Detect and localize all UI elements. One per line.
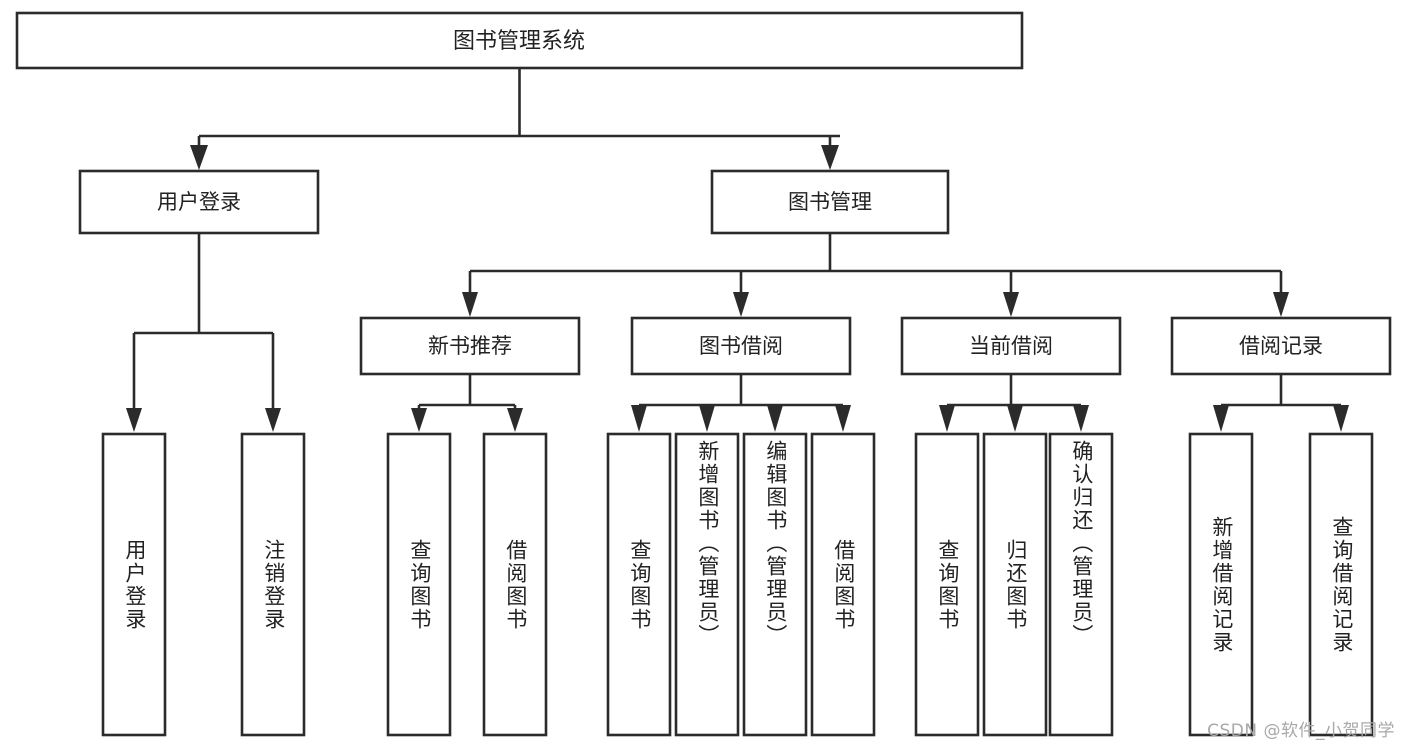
leaf-box-query-book-current[interactable] xyxy=(914,432,980,737)
arrow-head-current-leaf-3 xyxy=(1073,405,1089,432)
node-new-book-recommend[interactable]: 新书推荐 xyxy=(359,316,581,376)
node-root-system-label: 图书管理系统 xyxy=(453,29,585,54)
node-user-login-label: 用户登录 xyxy=(157,190,241,214)
arrow-head-newbook-leaf-1 xyxy=(411,408,427,432)
arrow-head-current-leaf-1 xyxy=(939,405,955,432)
leaf-box-logout[interactable] xyxy=(240,432,306,737)
node-book-borrow-label: 图书借阅 xyxy=(699,334,783,358)
node-root-system[interactable]: 图书管理系统 xyxy=(15,11,1024,70)
node-root-system-box[interactable] xyxy=(15,11,1024,70)
csdn-watermark: CSDN @软件_小贺同学 xyxy=(1207,721,1395,741)
arrow-head-to-leaf-user-login xyxy=(126,408,142,432)
arrow-head-to-book-management xyxy=(821,145,839,170)
node-book-borrow-box[interactable] xyxy=(630,316,852,376)
leaf-box-borrow-book-newrec[interactable] xyxy=(482,432,548,737)
connector-layer xyxy=(126,68,1349,432)
arrow-head-to-current-borrow xyxy=(1003,292,1019,317)
arrow-head-current-leaf-2 xyxy=(1007,405,1023,432)
leaf-box-query-borrow-record[interactable] xyxy=(1308,432,1374,737)
arrow-head-to-book-borrow xyxy=(733,292,749,317)
node-borrow-records-box[interactable] xyxy=(1170,316,1392,376)
node-user-login[interactable]: 用户登录 xyxy=(78,169,320,235)
node-borrow-records-label: 借阅记录 xyxy=(1239,334,1323,358)
arrow-head-newbook-leaf-2 xyxy=(507,408,523,432)
arrow-head-borrow-leaf-2 xyxy=(699,405,715,432)
leaf-box-confirm-return-admin[interactable] xyxy=(1048,432,1114,737)
arrow-head-to-leaf-logout xyxy=(265,408,281,432)
node-book-management-box[interactable] xyxy=(710,169,950,235)
leaf-box-query-book-newrec[interactable] xyxy=(386,432,452,737)
node-current-borrow-label: 当前借阅 xyxy=(969,334,1053,358)
arrow-head-to-new-book-rec xyxy=(462,292,478,317)
node-book-management[interactable]: 图书管理 xyxy=(710,169,950,235)
leaf-box-query-book-borrow[interactable] xyxy=(606,432,672,737)
node-current-borrow-box[interactable] xyxy=(900,316,1122,376)
leaf-box-borrow-book[interactable] xyxy=(810,432,876,737)
leaf-box-edit-book-admin[interactable] xyxy=(742,432,808,737)
leaf-box-add-book-admin[interactable] xyxy=(674,432,740,737)
arrow-head-records-leaf-1 xyxy=(1213,405,1229,432)
leaf-box-user-login[interactable] xyxy=(101,432,167,737)
node-book-management-label: 图书管理 xyxy=(788,190,872,214)
arrow-head-records-leaf-2 xyxy=(1333,405,1349,432)
node-user-login-box[interactable] xyxy=(78,169,320,235)
arrow-head-borrow-leaf-1 xyxy=(631,405,647,432)
leaf-box-return-book[interactable] xyxy=(982,432,1048,737)
leaf-box-add-borrow-record[interactable] xyxy=(1188,432,1254,737)
node-book-borrow[interactable]: 图书借阅 xyxy=(630,316,852,376)
node-new-book-recommend-label: 新书推荐 xyxy=(428,334,512,358)
node-current-borrow[interactable]: 当前借阅 xyxy=(900,316,1122,376)
arrow-head-to-user-login xyxy=(190,145,208,170)
node-new-book-recommend-box[interactable] xyxy=(359,316,581,376)
arrow-head-borrow-leaf-3 xyxy=(767,405,783,432)
arrow-head-to-borrow-records xyxy=(1273,292,1289,317)
arrow-head-borrow-leaf-4 xyxy=(835,405,851,432)
node-borrow-records[interactable]: 借阅记录 xyxy=(1170,316,1392,376)
